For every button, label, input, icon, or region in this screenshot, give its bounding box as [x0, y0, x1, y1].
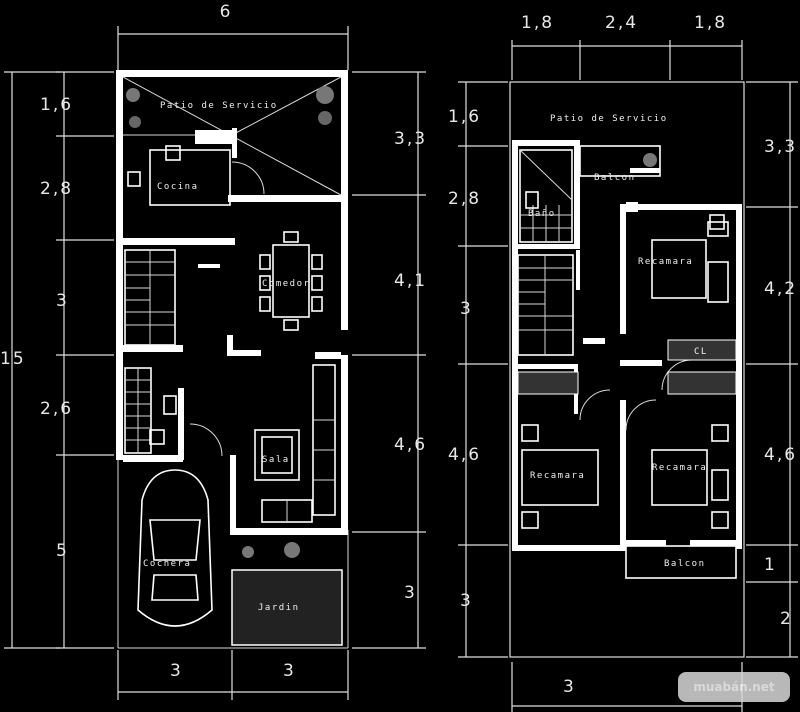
- gf-right-dim-2: 4,1: [394, 271, 427, 291]
- ground-floor-plan: 6 1,6 2,8 3 2,6 5 15 3,3 4,1 4,6 3: [0, 2, 427, 700]
- gf-kitchen-label: Cocina: [157, 182, 199, 192]
- uf-left-dim-1: 1,6: [448, 107, 481, 127]
- gf-right-dim-1: 3,3: [394, 129, 427, 149]
- uf-top-dim-3: 1,8: [694, 13, 727, 33]
- uf-bedroom-ne-label: Recamara: [638, 257, 693, 267]
- gf-right-dim-4: 3: [404, 583, 417, 603]
- uf-bath-label: Baño: [528, 209, 556, 219]
- uf-right-dim-3: 4,6: [764, 445, 797, 465]
- gf-left-dim-1: 1,6: [40, 95, 73, 115]
- uf-bottom-dim: 3: [563, 677, 576, 697]
- gf-left-dim-5: 5: [56, 541, 69, 561]
- uf-left-dim-4: 4,6: [448, 445, 481, 465]
- uf-balcon-bottom-label: Balcon: [664, 559, 706, 569]
- uf-bed-sw: [521, 389, 611, 529]
- uf-right-dim-5: 2: [780, 609, 793, 629]
- gf-bottom-dim-2: 3: [283, 661, 296, 681]
- uf-left-dim-2: 2,8: [448, 189, 481, 209]
- gf-top-width: 6: [220, 2, 233, 22]
- uf-stairs: [517, 254, 574, 356]
- living-furniture: [254, 364, 336, 523]
- uf-right-dim-1: 3,3: [764, 137, 797, 157]
- uf-right-dim-2: 4,2: [764, 279, 797, 299]
- gf-bathroom: [124, 367, 177, 454]
- uf-patio-label: Patio de Servicio: [550, 114, 668, 124]
- uf-bed-ne: [651, 214, 729, 391]
- upper-floor-plan: 1,8 2,4 1,8 1,6 2,8 3 4,6 3 3,3 4,2 4,6 …: [448, 13, 798, 712]
- gf-stairs: [124, 249, 220, 346]
- gf-garden-label: Jardin: [258, 603, 300, 613]
- gf-dining-label: Comedor: [262, 279, 310, 289]
- uf-bedroom-se-label: Recamara: [652, 463, 707, 473]
- gf-garage-label: Cochera: [143, 559, 191, 569]
- uf-top-dim-2: 2,4: [605, 13, 638, 33]
- uf-bathroom: [519, 149, 573, 243]
- car-icon: [137, 469, 213, 627]
- uf-top-dim-1: 1,8: [521, 13, 554, 33]
- gf-living-label: Sala: [262, 455, 290, 465]
- watermark-logo: muabán.net: [678, 672, 790, 702]
- uf-bedroom-sw-label: Recamara: [530, 471, 585, 481]
- uf-right-dim-4: 1: [764, 555, 777, 575]
- gf-patio-label: Patio de Servicio: [160, 101, 278, 111]
- uf-bed-se: [625, 399, 729, 529]
- uf-closet-label: CL: [694, 347, 708, 357]
- gf-left-dim-4: 2,6: [40, 399, 73, 419]
- gf-left-dim-2: 2,8: [40, 179, 73, 199]
- garden-hatch: [231, 569, 343, 646]
- gf-right-dim-3: 4,6: [394, 435, 427, 455]
- dining-table: [259, 231, 323, 331]
- uf-left-dim-5: 3: [460, 591, 473, 611]
- gf-left-dim-3: 3: [56, 291, 69, 311]
- gf-bottom-dim-1: 3: [170, 661, 183, 681]
- gf-total-height: 15: [0, 349, 26, 369]
- uf-balcon-top-label: Balcon: [594, 173, 636, 183]
- uf-left-dim-3: 3: [460, 299, 473, 319]
